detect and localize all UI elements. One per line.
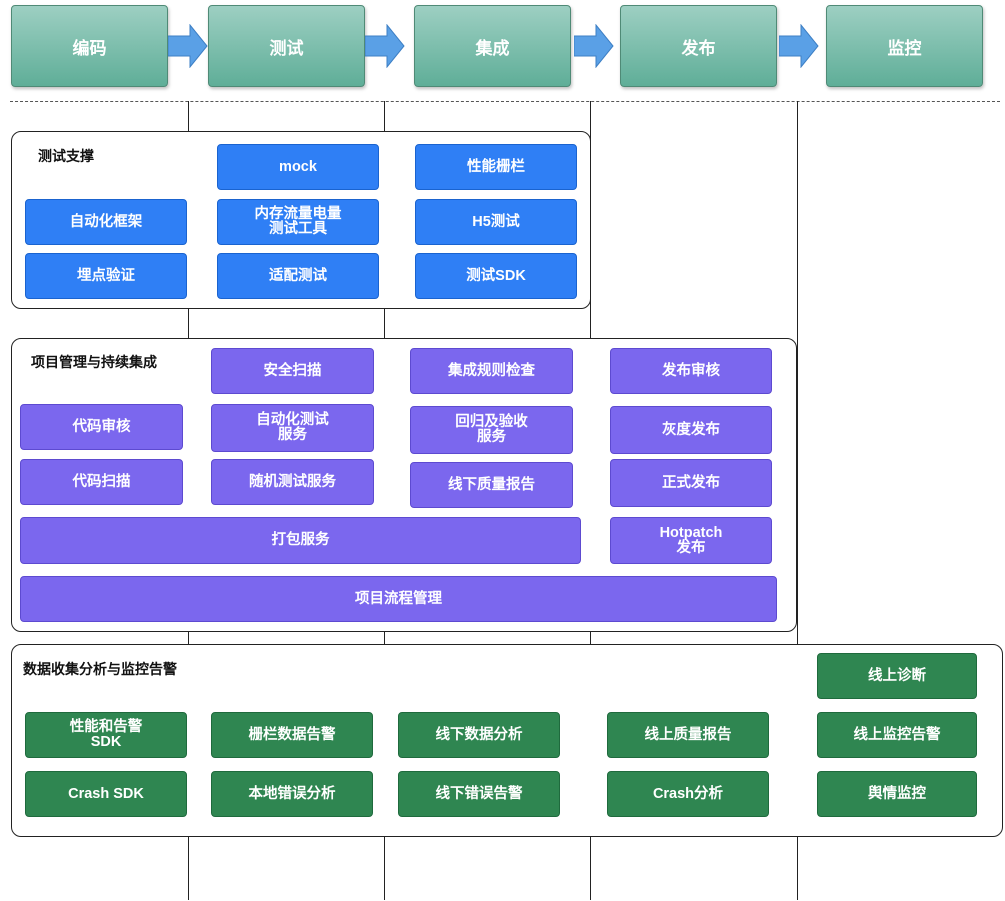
code-review-button[interactable]: 代码审核 xyxy=(20,404,183,450)
formal-release-button[interactable]: 正式发布 xyxy=(610,459,772,507)
arrow-right-icon xyxy=(779,24,819,68)
gray-release-button[interactable]: 灰度发布 xyxy=(610,406,772,454)
offline-quality-report-button[interactable]: 线下质量报告 xyxy=(410,462,573,508)
crash-analysis-button[interactable]: Crash分析 xyxy=(607,771,769,817)
offline-error-alert-button[interactable]: 线下错误告警 xyxy=(398,771,560,817)
arrow-right-icon xyxy=(168,24,208,68)
arrow-right-icon xyxy=(365,24,405,68)
arrow-right-icon xyxy=(574,24,614,68)
stage-coding[interactable]: 编码 xyxy=(11,5,168,87)
online-monitor-alert-button[interactable]: 线上监控告警 xyxy=(817,712,977,758)
perf-fence-button[interactable]: 性能栅栏 xyxy=(415,144,577,190)
hotpatch-release-button[interactable]: Hotpatch 发布 xyxy=(610,517,772,564)
release-review-button[interactable]: 发布审核 xyxy=(610,348,772,394)
stage-testing[interactable]: 测试 xyxy=(208,5,365,87)
sentiment-monitor-button[interactable]: 舆情监控 xyxy=(817,771,977,817)
online-quality-report-button[interactable]: 线上质量报告 xyxy=(607,712,769,758)
mock-button[interactable]: mock xyxy=(217,144,379,190)
stage-monitoring[interactable]: 监控 xyxy=(826,5,983,87)
packaging-service-button[interactable]: 打包服务 xyxy=(20,517,581,564)
stage-label: 发布 xyxy=(681,38,716,58)
rule-check-button[interactable]: 集成规则检查 xyxy=(410,348,573,394)
panel-title: 测试支撑 xyxy=(38,148,94,164)
stage-label: 集成 xyxy=(475,38,510,58)
online-diagnosis-button[interactable]: 线上诊断 xyxy=(817,653,977,699)
fence-alert-button[interactable]: 栅栏数据告警 xyxy=(211,712,373,758)
regression-service-button[interactable]: 回归及验收 服务 xyxy=(410,406,573,454)
tracking-verify-button[interactable]: 埋点验证 xyxy=(25,253,187,299)
panel-title: 项目管理与持续集成 xyxy=(31,354,157,370)
stage-integration[interactable]: 集成 xyxy=(414,5,571,87)
random-test-button[interactable]: 随机测试服务 xyxy=(211,459,374,505)
panel-title: 数据收集分析与监控告警 xyxy=(23,661,177,677)
automation-framework-button[interactable]: 自动化框架 xyxy=(25,199,187,245)
test-sdk-button[interactable]: 测试SDK xyxy=(415,253,577,299)
offline-analysis-button[interactable]: 线下数据分析 xyxy=(398,712,560,758)
security-scan-button[interactable]: 安全扫描 xyxy=(211,348,374,394)
stage-label: 监控 xyxy=(887,38,922,58)
stage-label: 测试 xyxy=(269,38,304,58)
adapt-test-button[interactable]: 适配测试 xyxy=(217,253,379,299)
crash-sdk-button[interactable]: Crash SDK xyxy=(25,771,187,817)
lane-divider xyxy=(797,101,798,900)
local-error-analysis-button[interactable]: 本地错误分析 xyxy=(211,771,373,817)
code-scan-button[interactable]: 代码扫描 xyxy=(20,459,183,505)
flow-management-button[interactable]: 项目流程管理 xyxy=(20,576,777,622)
h5-test-button[interactable]: H5测试 xyxy=(415,199,577,245)
stage-release[interactable]: 发布 xyxy=(620,5,777,87)
perf-alert-sdk-button[interactable]: 性能和告警 SDK xyxy=(25,712,187,758)
auto-test-service-button[interactable]: 自动化测试 服务 xyxy=(211,404,374,452)
dashed-divider xyxy=(10,101,1000,102)
memory-tool-button[interactable]: 内存流量电量 测试工具 xyxy=(217,199,379,245)
stage-label: 编码 xyxy=(72,38,107,58)
